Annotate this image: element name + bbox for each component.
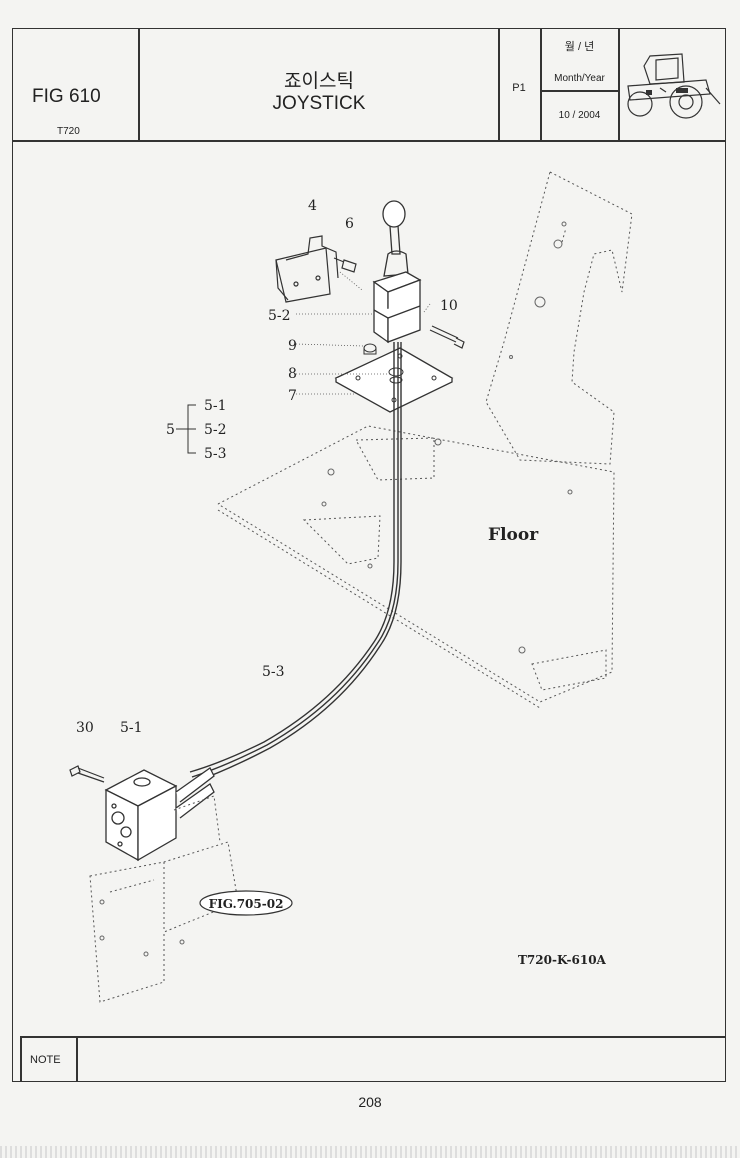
callout-10: 10 (440, 298, 458, 314)
header-divider (540, 90, 618, 92)
tractor-thumbnail (627, 53, 721, 119)
callout-group-5-3: 5-3 (204, 446, 227, 462)
floor-plate (217, 425, 615, 709)
scan-edge (0, 1146, 740, 1158)
callout-6: 6 (345, 216, 354, 232)
header-divider (618, 28, 620, 141)
bracket (275, 235, 339, 303)
callout-7: 7 (288, 388, 297, 404)
callout-9: 9 (288, 338, 297, 354)
joystick-handle (382, 200, 409, 277)
header-bottom-rule (12, 140, 726, 142)
joystick-body (372, 271, 422, 344)
group-bracket (176, 404, 196, 454)
joystick-diagram: 4 6 10 5-2 9 8 7 5 5-1 5-2 5-3 Floor 5-3… (69, 171, 633, 1003)
page-frame (12, 28, 726, 1082)
callout-group-5-1: 5-1 (204, 398, 227, 414)
bolt-30 (69, 765, 105, 783)
note-rule (20, 1036, 726, 1038)
month-year-value: 10 / 2004 (558, 110, 601, 121)
month-year-label: Month/Year (554, 73, 605, 84)
support-bracket (89, 795, 239, 1003)
header-divider (540, 28, 542, 141)
cab-panel (485, 171, 633, 465)
ref-oval (199, 890, 293, 916)
floor-label: Floor (488, 525, 539, 545)
hydraulic-valve (104, 767, 215, 862)
callout-group-5-2: 5-2 (204, 422, 227, 438)
header-divider (498, 28, 500, 141)
model-label: T720 (57, 126, 80, 137)
callout-group-5: 5 (166, 422, 175, 438)
note-divider (76, 1036, 78, 1082)
note-label: NOTE (30, 1054, 61, 1066)
callout-30: 30 (76, 720, 94, 736)
callout-4: 4 (308, 198, 317, 214)
month-year-korean: 월 / 년 (564, 41, 595, 53)
callout-cable-5-3: 5-3 (262, 664, 285, 680)
title-korean: 죠이스틱 (284, 71, 354, 92)
callout-5-2: 5-2 (268, 308, 291, 324)
page-code: P1 (512, 82, 526, 94)
ref-figure-label: FIG.705-02 (209, 897, 284, 911)
page-number: 208 (358, 1094, 382, 1110)
drawing-code: T720-K-610A (518, 953, 607, 967)
callout-valve-5-1: 5-1 (120, 720, 143, 736)
figure-number: FIG 610 (32, 86, 101, 107)
note-left-rule (20, 1036, 22, 1082)
control-cable (189, 342, 402, 783)
callout-8: 8 (288, 366, 297, 382)
bolt-10 (429, 325, 465, 349)
bolt-6 (333, 257, 357, 273)
title-english: JOYSTICK (272, 93, 366, 114)
header-divider (138, 28, 140, 141)
